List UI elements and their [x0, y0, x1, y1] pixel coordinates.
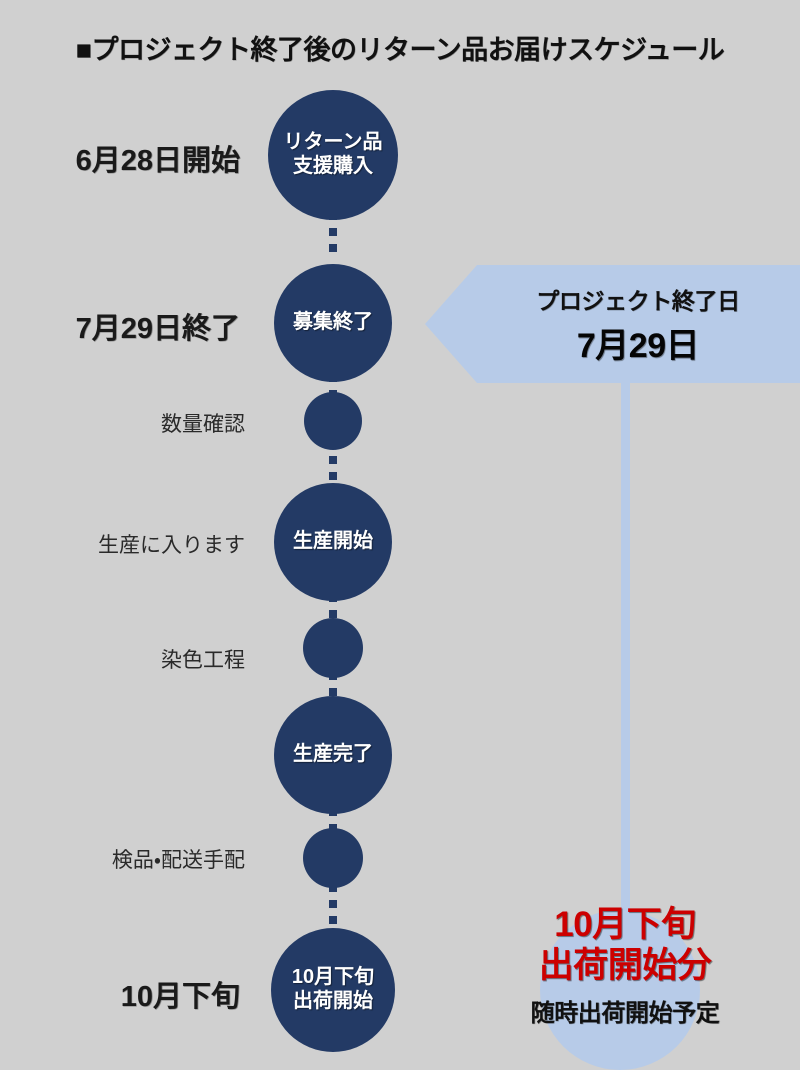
callout-heading: プロジェクト終了日 — [536, 287, 740, 314]
timeline-node-1-label: リターン品 支援購入 — [283, 131, 383, 177]
timeline-node-6[interactable]: 生産完了 — [274, 696, 392, 814]
timeline-node-3[interactable] — [304, 392, 362, 450]
timeline-node-4[interactable]: 生産開始 — [274, 483, 392, 601]
shipping-highlight-note: 10月下旬 出荷開始分 随時出荷開始予定 — [470, 900, 780, 1070]
timeline-node-1[interactable]: リターン品 支援購入 — [268, 90, 398, 220]
timeline-node-4-label: 生産開始 — [293, 530, 373, 553]
timeline-node-2-label: 募集終了 — [293, 311, 373, 334]
timeline-node-5[interactable] — [303, 618, 363, 678]
highlight-text-group: 10月下旬 出荷開始分 随時出荷開始予定 — [470, 900, 780, 1028]
timeline-side-label-7: 検品・配送手配 — [111, 849, 245, 872]
timeline-node-2[interactable]: 募集終了 — [274, 264, 392, 382]
callout-date: 7月29日 — [576, 326, 700, 365]
timeline-node-6-label: 生産完了 — [293, 743, 373, 766]
timeline-side-label-2: 7月29日終了 — [75, 313, 240, 345]
highlight-blob — [540, 910, 700, 1070]
highlight-subline: 随時出荷開始予定 — [530, 999, 720, 1027]
timeline-node-8-label: 10月下旬 出荷開始 — [291, 966, 375, 1012]
callout-stem-line — [621, 383, 630, 931]
connector-6 — [329, 808, 337, 830]
connector-7 — [329, 884, 337, 928]
connector-5 — [329, 672, 337, 700]
highlight-line-1: 10月下旬 — [554, 905, 696, 944]
timeline-side-label-3: 数量確認 — [161, 413, 245, 436]
timeline-side-label-4: 生産に入ります — [98, 534, 245, 557]
page-title: ■プロジェクト終了後のリターン品お届けスケジュール — [75, 35, 725, 65]
timeline-side-label-5: 染色工程 — [161, 649, 245, 672]
connector-1 — [329, 212, 337, 258]
project-end-callout: プロジェクト終了日 7月29日 — [425, 265, 800, 383]
timeline-node-8[interactable]: 10月下旬 出荷開始 — [271, 928, 395, 1052]
timeline-side-label-8: 10月下旬 — [120, 981, 240, 1013]
connector-4 — [329, 594, 337, 620]
connector-2 — [329, 374, 337, 400]
timeline-node-7[interactable] — [303, 828, 363, 888]
timeline-side-label-1: 6月28日開始 — [75, 145, 240, 177]
connector-3 — [329, 440, 337, 486]
highlight-line-2: 出荷開始分 — [538, 946, 712, 986]
